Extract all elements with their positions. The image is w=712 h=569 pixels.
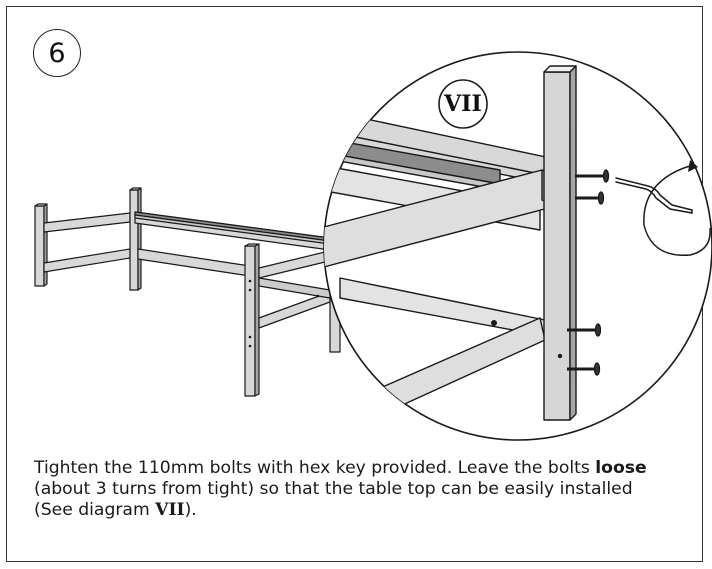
hex-key-icon [615, 177, 693, 214]
left-upper-rail [43, 212, 131, 233]
detail-vertical-post [543, 71, 571, 421]
detail-view-label: VII [444, 91, 482, 117]
detail-circle [323, 51, 712, 441]
instruction-text: Tighten the 110mm bolts with hex key pro… [34, 458, 674, 521]
left-lower-rail [43, 248, 131, 273]
bolt-icon [575, 191, 605, 205]
back-post [129, 189, 139, 291]
instruction-diagram-ref: VII [155, 500, 185, 520]
left-post [34, 205, 45, 287]
front-post [244, 245, 256, 397]
detail-label [438, 79, 488, 129]
bolt-icon [567, 323, 602, 337]
front-lower-rail [258, 291, 331, 329]
instruction-part-1: Tighten the 110mm bolts with hex key pro… [34, 458, 596, 478]
bolts [567, 169, 610, 376]
instruction-bold-word: loose [595, 458, 647, 478]
long-lower-rail [137, 248, 251, 277]
step-number-badge: 6 [33, 29, 81, 77]
rotate-arrow-icon [643, 160, 711, 256]
bed-frame-drawing [34, 187, 341, 397]
instruction-part-2: (about 3 turns from tight) so that the t… [34, 479, 633, 520]
bolt-icon [575, 169, 610, 183]
instruction-part-3: ). [184, 500, 197, 520]
front-upper-rail [258, 251, 326, 279]
bolt-icon [567, 362, 601, 376]
